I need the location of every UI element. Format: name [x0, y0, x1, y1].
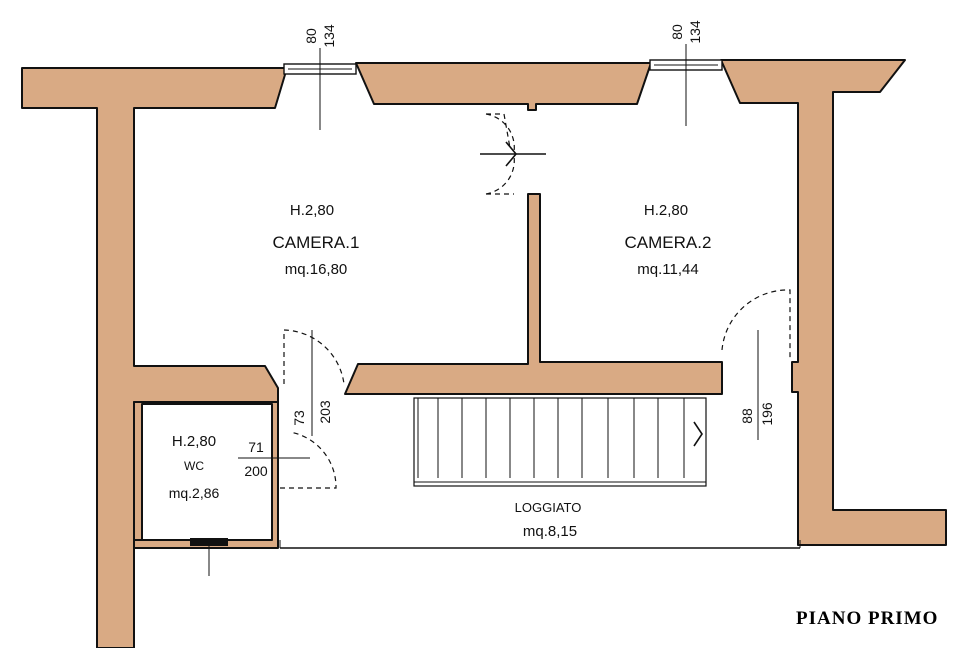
room-camera2: H.2,80 CAMERA.2 mq.11,44 [625, 202, 712, 278]
dim-window1-height: 134 [321, 24, 337, 48]
dim-wc-window-width: 71 [248, 439, 264, 455]
dim-wc-window-height: 200 [244, 463, 268, 479]
door-wc [280, 431, 337, 489]
dim-window2-height: 134 [687, 20, 703, 44]
wc-name: WC [184, 459, 204, 473]
wall-top-right [720, 59, 947, 546]
dim-door-wc-height: 203 [317, 400, 333, 424]
door-camera2 [721, 289, 791, 358]
door-camera1 [283, 329, 345, 385]
room-camera1: H.2,80 CAMERA.1 mq.16,80 [273, 202, 360, 278]
room-loggiato: LOGGIATO mq.8,15 [515, 500, 582, 540]
door-swing-camera2 [485, 113, 515, 153]
dim-door-loggiato-height: 196 [759, 402, 775, 426]
camera2-height: H.2,80 [644, 202, 688, 219]
camera1-area: mq.16,80 [285, 261, 348, 278]
wall-top-left [21, 67, 288, 648]
stairs [413, 397, 707, 487]
wall-top-middle [355, 62, 652, 111]
window-wc [190, 538, 228, 546]
wall-partition [344, 193, 723, 395]
loggiato-name: LOGGIATO [515, 500, 582, 515]
loggiato-area: mq.8,15 [523, 523, 577, 540]
dimension-labels: 80 134 80 134 73 203 71 200 88 196 [244, 20, 775, 479]
room-wc: H.2,80 WC mq.2,86 [169, 433, 220, 501]
dim-door-loggiato-width: 88 [739, 408, 755, 424]
dim-door-wc-width: 73 [291, 410, 307, 426]
windows [190, 44, 801, 576]
dim-window2-width: 80 [669, 24, 685, 40]
doors [280, 113, 791, 489]
camera1-name: CAMERA.1 [273, 233, 360, 252]
camera1-height: H.2,80 [290, 202, 334, 219]
stair-arrow-icon [693, 421, 703, 447]
dim-window1-width: 80 [303, 28, 319, 44]
wc-area: mq.2,86 [169, 485, 220, 501]
wc-height: H.2,80 [172, 433, 216, 450]
floor-title: PIANO PRIMO [796, 608, 938, 629]
walls [21, 59, 947, 648]
camera2-name: CAMERA.2 [625, 233, 712, 252]
wall-wc [133, 401, 279, 549]
camera2-area: mq.11,44 [637, 261, 698, 278]
